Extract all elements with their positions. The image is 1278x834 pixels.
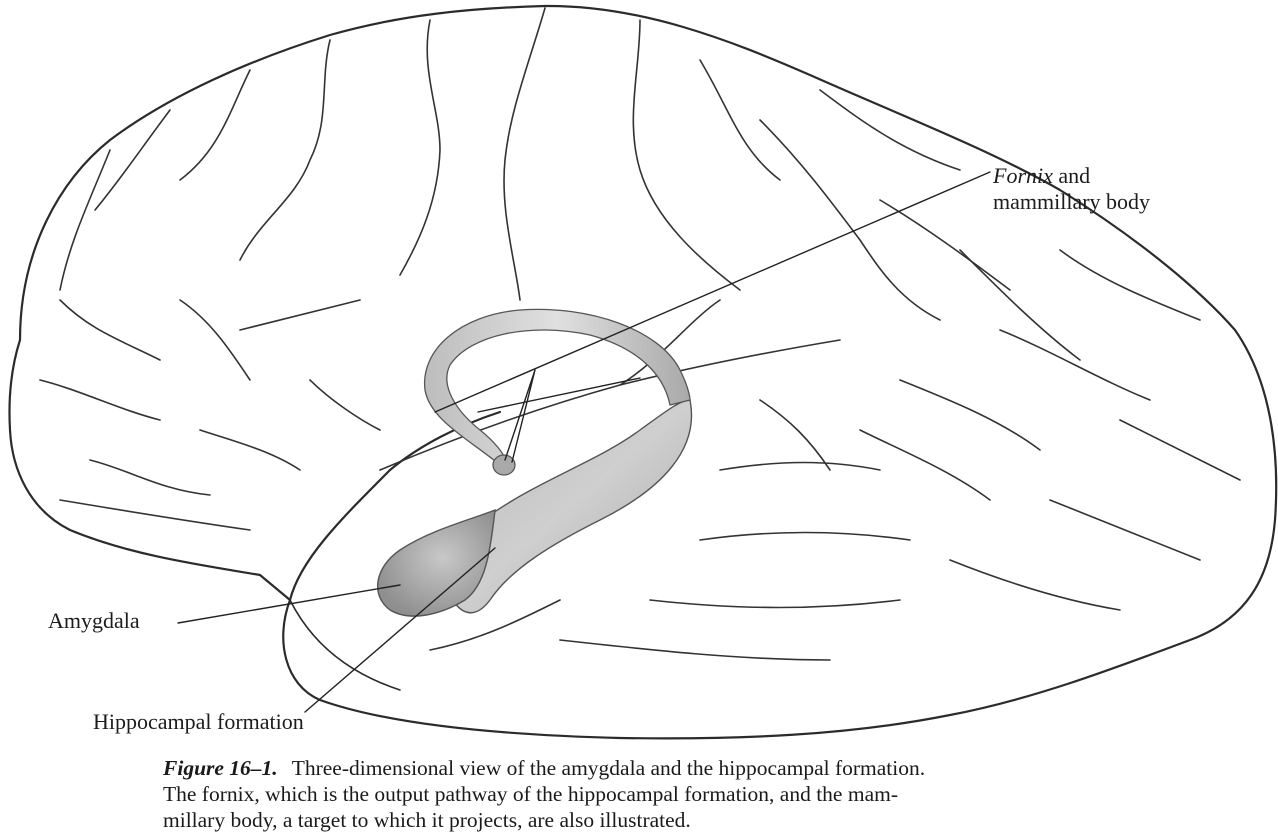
amygdala-label: Amygdala [48, 608, 140, 634]
figure-caption: Figure 16–1. Three-dimensional view of th… [163, 755, 1273, 833]
caption-text-2: The fornix, which is the output pathway … [163, 781, 1273, 807]
hippocampal-formation-shape [447, 400, 692, 613]
fornix-label-word: Fornix [993, 163, 1053, 188]
figure-reference: Figure 16–1. [163, 756, 278, 780]
amygdala-leader-line [178, 585, 400, 623]
caption-text-3: millary body, a target to which it proje… [163, 807, 1273, 833]
caption-text-1: Three-dimensional view of the amygdala a… [292, 756, 925, 780]
caption-line-1: Figure 16–1. Three-dimensional view of th… [163, 755, 1273, 781]
brain-outline [9, 6, 1276, 738]
hippocampal-label: Hippocampal formation [93, 709, 304, 735]
fornix-label: Fornix and mammillary body [993, 163, 1150, 215]
mammillary-body-shape [493, 455, 515, 475]
fornix-label-and: and [1053, 163, 1090, 188]
mammillary-label: mammillary body [993, 189, 1150, 215]
